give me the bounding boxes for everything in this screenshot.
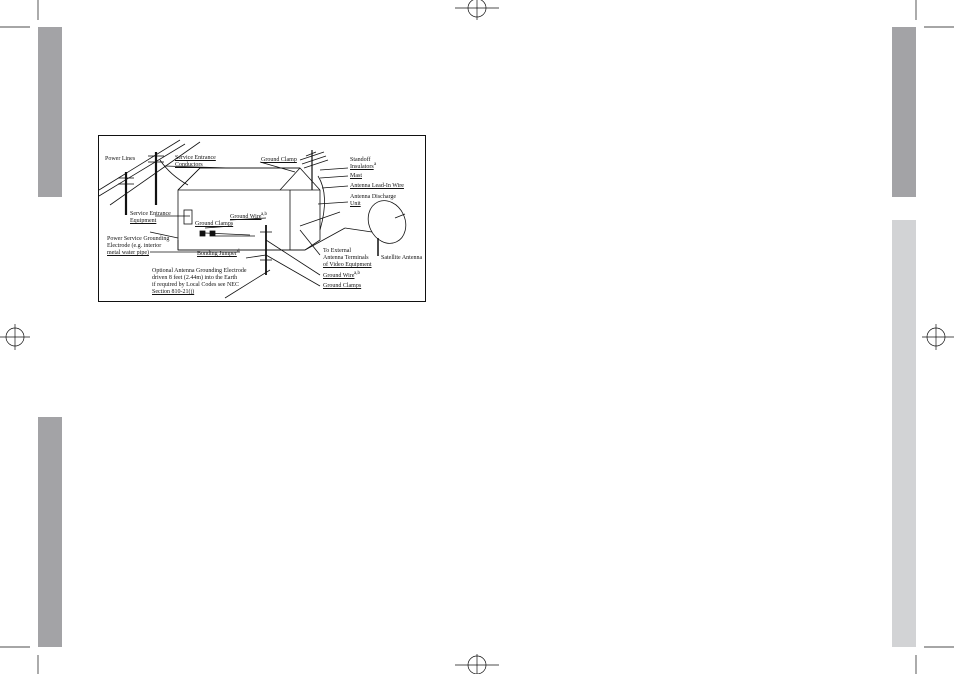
label-antenna-lead-in: Antenna Lead-In Wire xyxy=(350,183,404,189)
label-service-equipment-1: Service Entrance xyxy=(130,211,171,217)
label-satellite-antenna: Satellite Antenna xyxy=(381,255,423,261)
label-optional-electrode-3: if required by Local Codes see NEC xyxy=(152,282,239,288)
label-power-lines: Power Lines xyxy=(105,156,136,162)
label-service-equipment-2: Equipment xyxy=(130,218,157,224)
label-mast: Mast xyxy=(350,173,362,179)
label-power-grounding-1: Power Service Grounding xyxy=(107,236,170,242)
label-ground-clamps-left: Ground Clamps xyxy=(195,221,234,227)
label-power-grounding-2: Electrode (e.g. interior xyxy=(107,243,162,249)
label-to-external-1: To External xyxy=(323,248,352,254)
label-discharge-1: Antenna Discharge xyxy=(350,194,397,200)
label-to-external-3: of Video Equipment xyxy=(323,262,372,268)
label-optional-electrode-4: Section 810-21(j) xyxy=(152,289,195,295)
label-standoff-1: Standoff xyxy=(350,157,371,163)
label-ground-wire-top-sup: a,b xyxy=(261,212,267,217)
label-ground-wire-top: Ground Wire xyxy=(230,214,262,220)
grounding-diagram xyxy=(98,135,426,302)
right-tab-top xyxy=(892,27,916,197)
label-service-entrance-conductors-2: Conductors xyxy=(175,162,203,168)
label-ground-clamp: Ground Clamp xyxy=(261,157,297,163)
right-tab-bottom xyxy=(892,220,916,647)
left-tab-bottom xyxy=(38,417,62,647)
label-to-external-2: Antenna Terminals xyxy=(323,255,369,261)
label-standoff-sup: a xyxy=(374,162,377,167)
power-line xyxy=(98,139,181,191)
label-bonding-jumper-sup: d xyxy=(237,249,240,254)
label-ground-wire-bottom-sup: a,b xyxy=(354,271,360,276)
label-power-grounding-3: metal water pipe) xyxy=(107,250,149,256)
label-ground-wire-bottom: Ground Wire xyxy=(323,273,355,279)
label-standoff-2: Insulators xyxy=(350,164,374,170)
label-discharge-2: Unit xyxy=(350,201,361,207)
label-service-entrance-conductors-1: Service Entrance xyxy=(175,155,216,161)
label-ground-clamps-bottom: Ground Clamps xyxy=(323,283,362,289)
label-optional-electrode-1: Optional Antenna Grounding Electrode xyxy=(152,268,247,274)
label-bonding-jumper: Bonding Jumper xyxy=(197,251,237,257)
label-optional-electrode-2: driven 8 feet (2.44m) into the Earth xyxy=(152,275,238,281)
left-tab-top xyxy=(38,27,62,197)
